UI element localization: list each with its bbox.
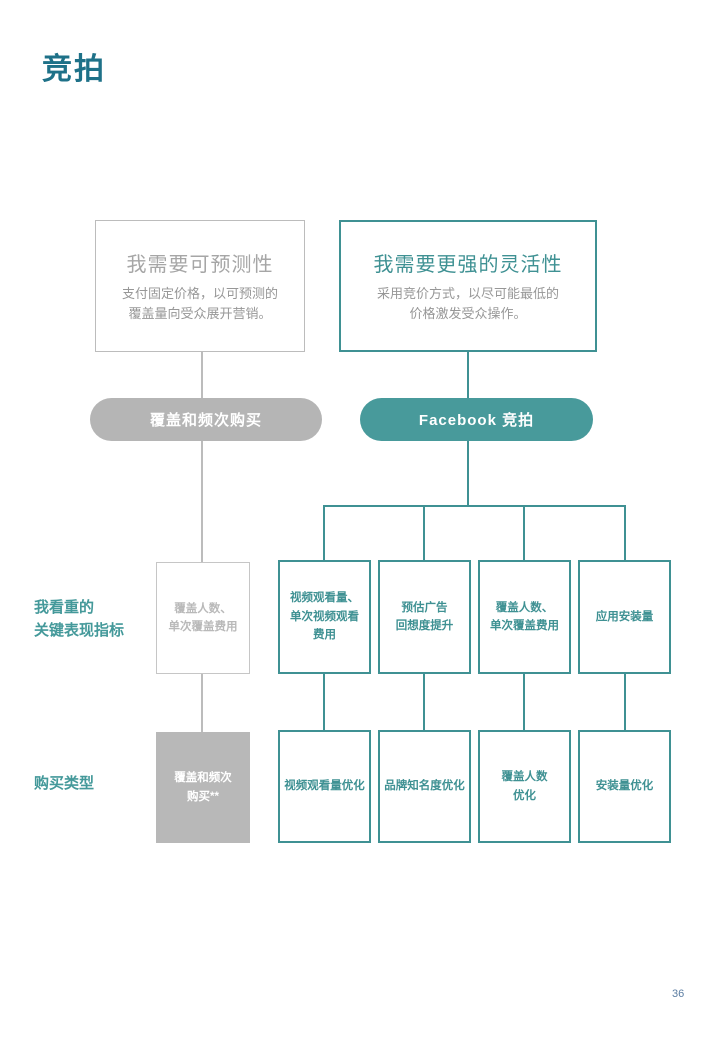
- connector-left-box-to-pill: [201, 352, 203, 398]
- connector-pill-stem: [467, 441, 469, 505]
- flexibility-box: 我需要更强的灵活性 采用竞价方式，以尽可能最低的 价格激发受众操作。: [339, 220, 597, 352]
- predictability-box: 我需要可预测性 支付固定价格，以可预测的 覆盖量向受众展开营销。: [95, 220, 305, 352]
- flexibility-desc: 采用竞价方式，以尽可能最低的 价格激发受众操作。: [376, 285, 559, 321]
- kpi-box-video-views: 视频观看量、 单次视频观看 费用: [278, 560, 371, 674]
- connector-left-pill-to-kpi: [201, 441, 203, 562]
- kpi-row-label: 我看重的 关键表现指标: [34, 599, 125, 639]
- connector-kpi-to-buy-3: [523, 674, 525, 730]
- connector-kpi-to-buy-4: [624, 674, 626, 730]
- page-number: 36: [672, 988, 685, 1000]
- connector-left-kpi-to-buy: [201, 674, 203, 732]
- buy-box-brand-awareness-optimization: 品牌知名度优化: [378, 730, 471, 843]
- connector-kpi-to-buy-2: [423, 674, 425, 730]
- reach-frequency-pill: 覆盖和频次购买: [90, 398, 322, 441]
- connector-branch-v1: [323, 505, 325, 560]
- buy-box-reach-optimization: 覆盖人数 优化: [478, 730, 571, 843]
- connector-branch-horizontal: [323, 505, 626, 507]
- facebook-auction-pill: Facebook 竞拍: [360, 398, 593, 441]
- page-title: 竞拍: [42, 53, 106, 86]
- kpi-box-reach-cost: 覆盖人数、 单次覆盖费用: [478, 560, 571, 674]
- flexibility-title: 我需要更强的灵活性: [373, 253, 563, 276]
- buy-type-row-label: 购买类型: [34, 775, 95, 792]
- predictability-desc: 支付固定价格，以可预测的 覆盖量向受众展开营销。: [121, 285, 278, 321]
- connector-right-box-to-pill: [467, 352, 469, 398]
- kpi-box-app-installs: 应用安装量: [578, 560, 671, 674]
- connector-branch-v2: [423, 505, 425, 560]
- connector-branch-v3: [523, 505, 525, 560]
- buy-box-install-optimization: 安装量优化: [578, 730, 671, 843]
- buy-box-video-view-optimization: 视频观看量优化: [278, 730, 371, 843]
- buy-box-reach-frequency: 覆盖和频次 购买**: [156, 732, 250, 843]
- connector-kpi-to-buy-1: [323, 674, 325, 730]
- kpi-box-reach-frequency: 覆盖人数、 单次覆盖费用: [156, 562, 250, 674]
- connector-branch-v4: [624, 505, 626, 560]
- kpi-box-ad-recall: 预估广告 回想度提升: [378, 560, 471, 674]
- predictability-title: 我需要可预测性: [126, 253, 274, 276]
